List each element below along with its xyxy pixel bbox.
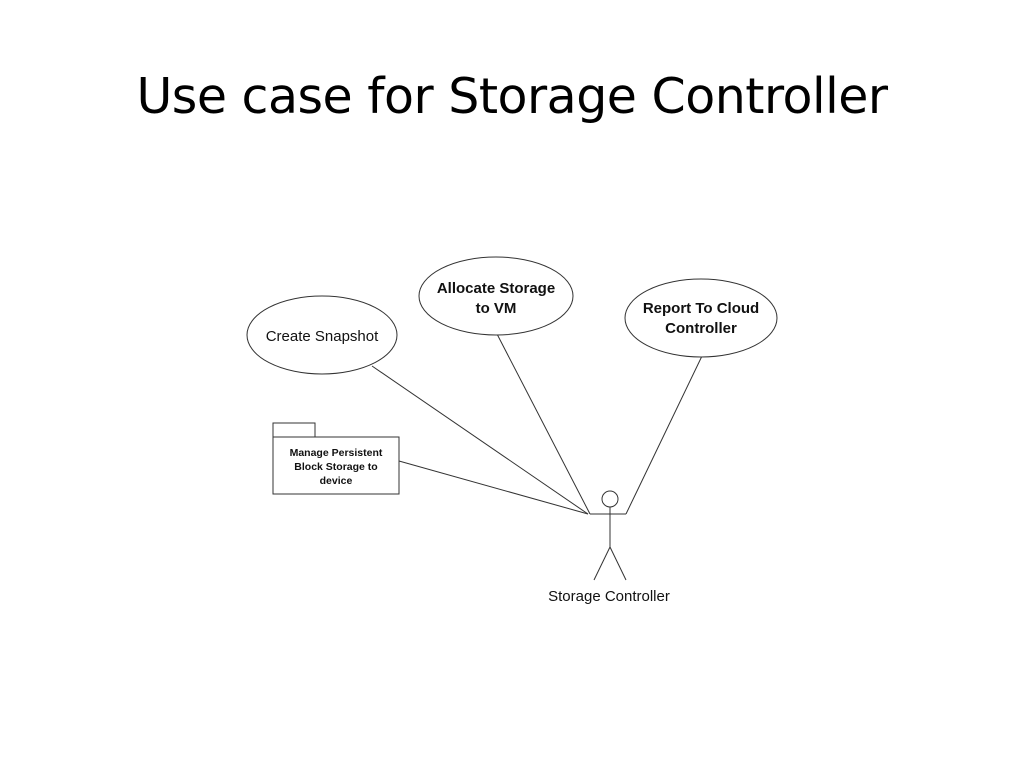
package-label-line1: Manage Persistent — [290, 447, 383, 459]
actor-right-leg — [609, 546, 627, 581]
package-label-line2: Block Storage to — [294, 461, 377, 473]
association-line-allocate-storage — [496, 333, 591, 515]
use-case-create-snapshot: Create Snapshot — [246, 295, 398, 375]
package-body — [272, 436, 400, 495]
package-tab — [272, 422, 316, 438]
package-label-line3: device — [320, 475, 353, 487]
use-case-allocate-storage-label-line1: Allocate Storage — [437, 280, 555, 297]
use-case-report-to-cloud-label-line1: Report To Cloud — [643, 300, 759, 317]
package-manage-storage: Manage Persistent Block Storage to devic… — [272, 422, 400, 495]
use-case-allocate-storage: Allocate Storage to VM — [418, 256, 574, 336]
use-case-allocate-storage-label-line2: to VM — [476, 300, 517, 317]
use-case-report-to-cloud: Report To Cloud Controller — [624, 278, 778, 358]
actor-label: Storage Controller — [548, 588, 670, 605]
association-line-manage-storage — [398, 460, 589, 515]
actor-head — [601, 490, 619, 508]
actor-storage-controller — [590, 490, 627, 581]
use-case-report-to-cloud-label-line2: Controller — [665, 320, 737, 337]
slide-title: Use case for Storage Controller — [136, 68, 888, 125]
association-line-create-snapshot — [371, 365, 589, 515]
use-case-create-snapshot-label: Create Snapshot — [266, 328, 379, 345]
actor-left-leg — [593, 546, 611, 581]
association-line-report-to-cloud — [625, 355, 703, 515]
